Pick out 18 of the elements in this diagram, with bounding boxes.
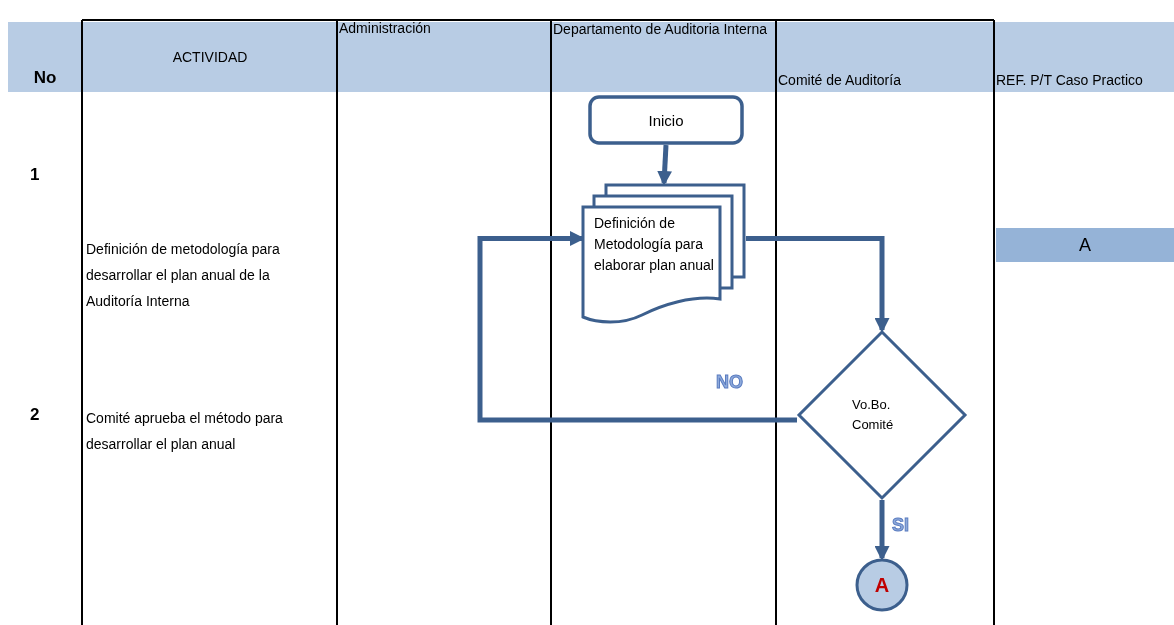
terminal-box: Inicio	[588, 95, 744, 145]
reference-cell: A	[996, 228, 1174, 262]
arrow	[657, 144, 673, 186]
connector-circle: A	[855, 558, 909, 612]
activity-text: Definición de metodología para desarrollar el plan anual de la Auditoría Interna	[86, 240, 281, 311]
column-header: Administración	[339, 19, 432, 38]
arrow	[477, 231, 797, 423]
arrow	[746, 236, 890, 333]
column-header: REF. P/T Caso Practico	[996, 71, 1144, 90]
column-header: Departamento de Auditoria Interna	[553, 20, 769, 39]
row-number: 2	[30, 405, 41, 426]
column-header: No	[32, 67, 58, 89]
row-number: 1	[30, 165, 41, 186]
decision-diamond: Vo.Bo. Comité	[797, 330, 967, 500]
column-header: ACTIVIDAD	[171, 48, 249, 67]
arrow	[874, 500, 890, 561]
column-header: Comité de Auditoría	[778, 71, 902, 90]
activity-text: Comité aprueba el método para desarrollar el plan anual	[86, 409, 284, 454]
